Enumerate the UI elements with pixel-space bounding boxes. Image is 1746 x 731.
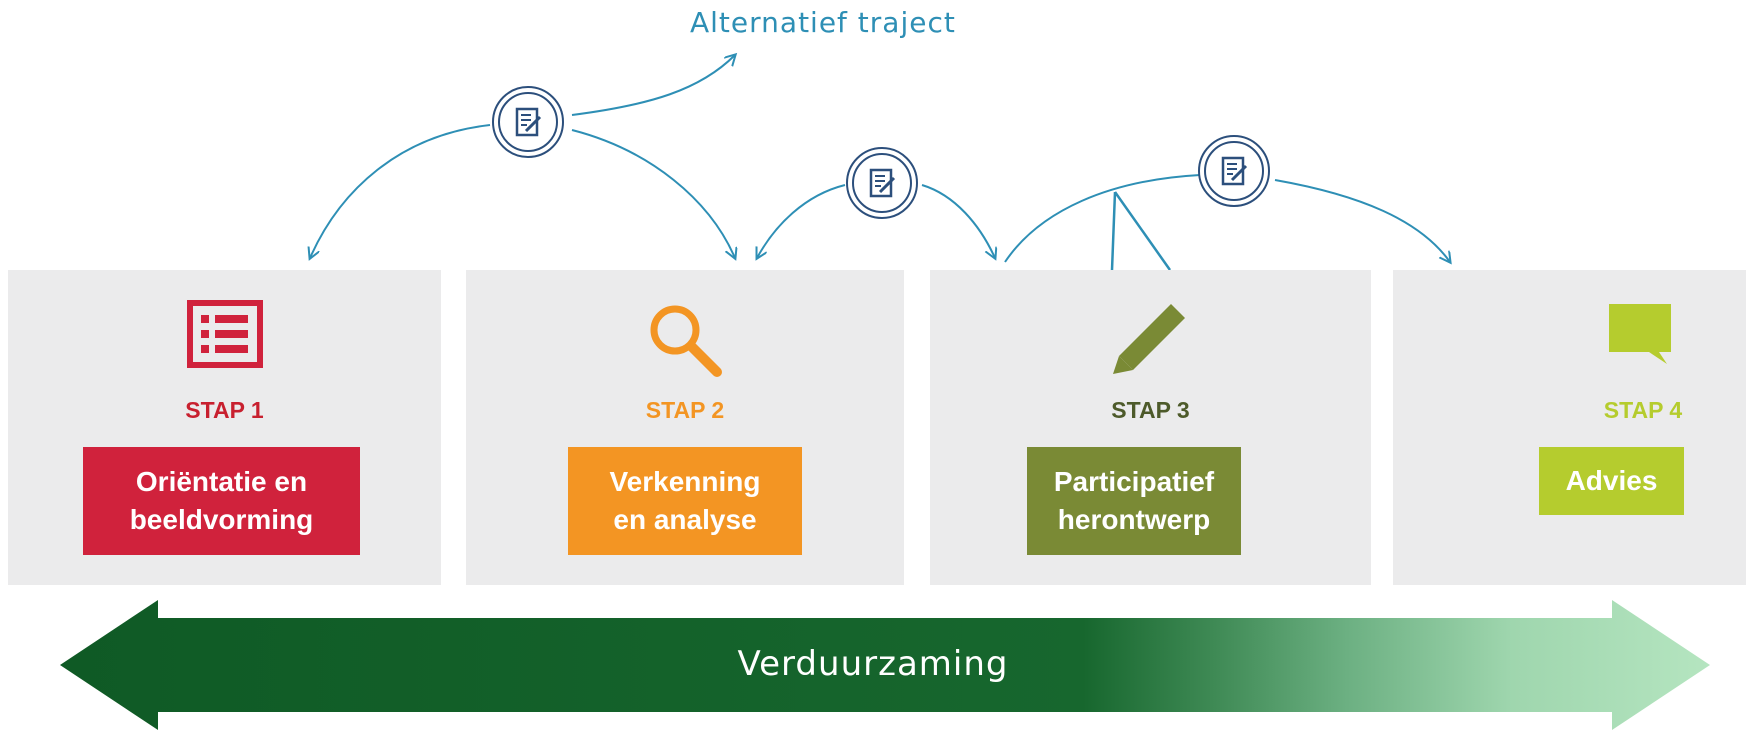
connector-2-to-step3 [921,184,995,258]
document-edit-icon [1198,135,1270,207]
step-3-title: Participatief herontwerp [1027,447,1241,555]
connector-1-to-step1 [310,124,491,258]
list-icon [186,300,263,373]
search-icon [645,300,725,385]
step-2-panel: STAP 2 Verkenning en analyse [466,270,904,585]
connector-3-stem [1110,191,1172,271]
speech-bubble-icon [1605,300,1675,371]
step-4-title: Advies [1539,447,1684,515]
step-2-title: Verkenning en analyse [568,447,802,555]
step-3-label: STAP 3 [1111,397,1190,423]
step-1-label: STAP 1 [185,397,264,423]
alternative-path-label: Alternatief traject [690,6,956,39]
step-3-panel: STAP 3 Participatief herontwerp [930,270,1371,585]
connector-2-to-step2 [757,184,846,258]
step-4-label: STAP 4 [1603,397,1683,423]
connector-3-from-step3 [1004,174,1201,263]
pencil-icon [1111,300,1191,381]
document-edit-icon [846,147,918,219]
step-4-panel: STAP 4 Advies [1393,270,1746,585]
step-2-label: STAP 2 [645,397,725,423]
sustainability-label: Verduurzaming [737,644,1009,684]
connector-1-to-step2 [571,129,735,258]
alternative-path-arrow [571,55,735,116]
sustainability-arrow [60,600,1710,730]
step-1-panel: STAP 1 Oriëntatie en beeldvorming [8,270,441,585]
step-1-title: Oriëntatie en beeldvorming [83,447,360,555]
connector-3-to-step4 [1274,179,1450,262]
document-edit-icon [492,86,564,158]
